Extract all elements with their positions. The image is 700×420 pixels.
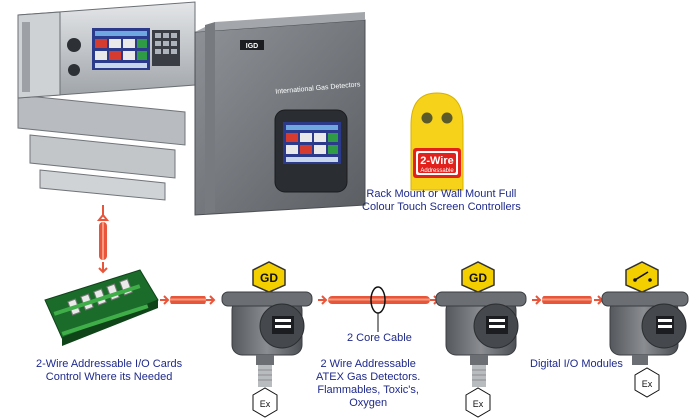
- cable-segment-2: [318, 295, 440, 305]
- gd-symbol-1: GD: [260, 271, 278, 285]
- controller-caption: Rack Mount or Wall Mount Full Colour Tou…: [362, 188, 521, 214]
- io-cards-caption-line1: 2-Wire Addressable I/O Cards: [36, 358, 183, 370]
- detector-caption-line3: Flammables, Toxic's,: [317, 384, 419, 396]
- controller-caption-line1: Rack Mount or Wall Mount Full: [366, 188, 517, 200]
- switch-symbol-icon: [634, 271, 649, 281]
- detector-caption-line2: ATEX Gas Detectors.: [316, 371, 421, 383]
- digital-io-module: Ex: [601, 261, 689, 398]
- controller-caption-line2: Colour Touch Screen Controllers: [362, 201, 521, 213]
- cable-segment-3: [532, 295, 604, 305]
- ex-mark-3: Ex: [642, 379, 653, 389]
- socket-pin-left: [421, 112, 433, 124]
- brand-badge-text: IGD: [246, 43, 258, 50]
- gd-symbol-2: GD: [469, 271, 487, 285]
- cable-label: 2 Core Cable: [347, 332, 412, 344]
- cable-segment-1: [160, 295, 216, 305]
- vertical-cable: [96, 205, 110, 274]
- digital-io-caption: Digital I/O Modules: [530, 358, 623, 370]
- detector-caption-line1: 2 Wire Addressable: [320, 358, 416, 370]
- ex-mark-1: Ex: [260, 399, 271, 409]
- ex-mark-2: Ex: [473, 399, 484, 409]
- detector-caption: 2 Wire Addressable ATEX Gas Detectors. F…: [316, 358, 420, 410]
- io-cards-caption: 2-Wire Addressable I/O Cards Control Whe…: [36, 358, 182, 384]
- wall-controller-unit: IGD International Gas Detectors: [194, 12, 366, 216]
- detector-caption-line4: Oxygen: [349, 397, 388, 409]
- socket-pin-right: [441, 112, 453, 124]
- two-wire-title: 2-Wire: [420, 155, 454, 167]
- two-wire-badge: 2-Wire Addressable: [410, 92, 464, 191]
- two-wire-subtitle: Addressable: [420, 168, 454, 174]
- gas-detector-1: GD Ex: [221, 261, 313, 418]
- io-card-board: [44, 269, 159, 346]
- gas-detector-2: GD Ex: [435, 261, 527, 418]
- io-cards-caption-line2: Control Where its Needed: [45, 371, 173, 383]
- rack-controller-unit: [17, 1, 196, 201]
